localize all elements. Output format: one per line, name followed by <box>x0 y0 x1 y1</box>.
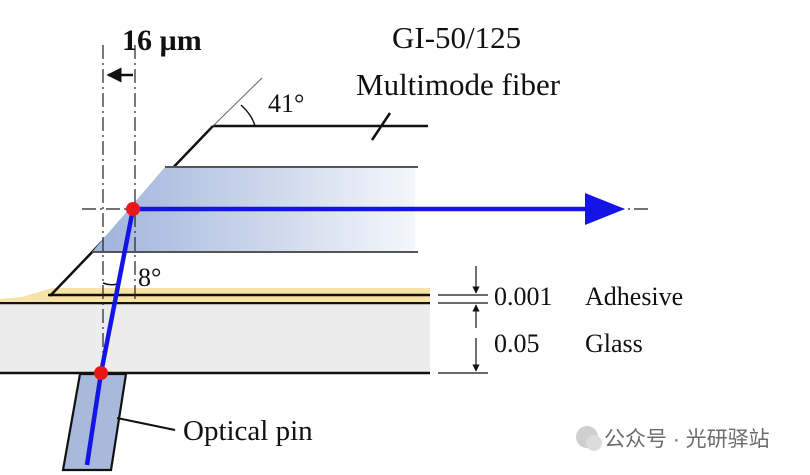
fiber-desc-label: Multimode fiber <box>356 67 561 102</box>
refraction-angle-label: 8° <box>138 263 161 292</box>
refraction-angle-arc <box>102 282 118 286</box>
glass-thickness-label: 0.05 <box>494 329 540 358</box>
mirror-reflection-point <box>126 202 140 216</box>
glass-label: Glass <box>585 329 643 358</box>
glass-substrate <box>0 303 430 373</box>
mirror-angle-label: 41° <box>268 89 304 118</box>
adhesive-thickness-label: 0.001 <box>494 282 553 311</box>
light-beam <box>84 206 590 466</box>
mirror-angle-extension <box>212 77 263 127</box>
adhesive-label: Adhesive <box>585 282 683 311</box>
offset-label: 16 µm <box>122 24 202 57</box>
beam-arrowhead <box>585 193 625 225</box>
fiber-break-mark <box>370 112 392 141</box>
watermark-text: 公众号 · 光研驿站 <box>604 428 770 451</box>
watermark: 公众号 · 光研驿站 <box>576 426 770 451</box>
wechat-icon-bubble <box>586 435 602 451</box>
optical-pin-leader <box>116 417 176 431</box>
mirror-angle-arc <box>240 104 256 127</box>
fiber-type-label: GI-50/125 <box>392 20 521 55</box>
optical-pin-label: Optical pin <box>183 415 313 447</box>
pin-entry-point <box>94 366 108 380</box>
